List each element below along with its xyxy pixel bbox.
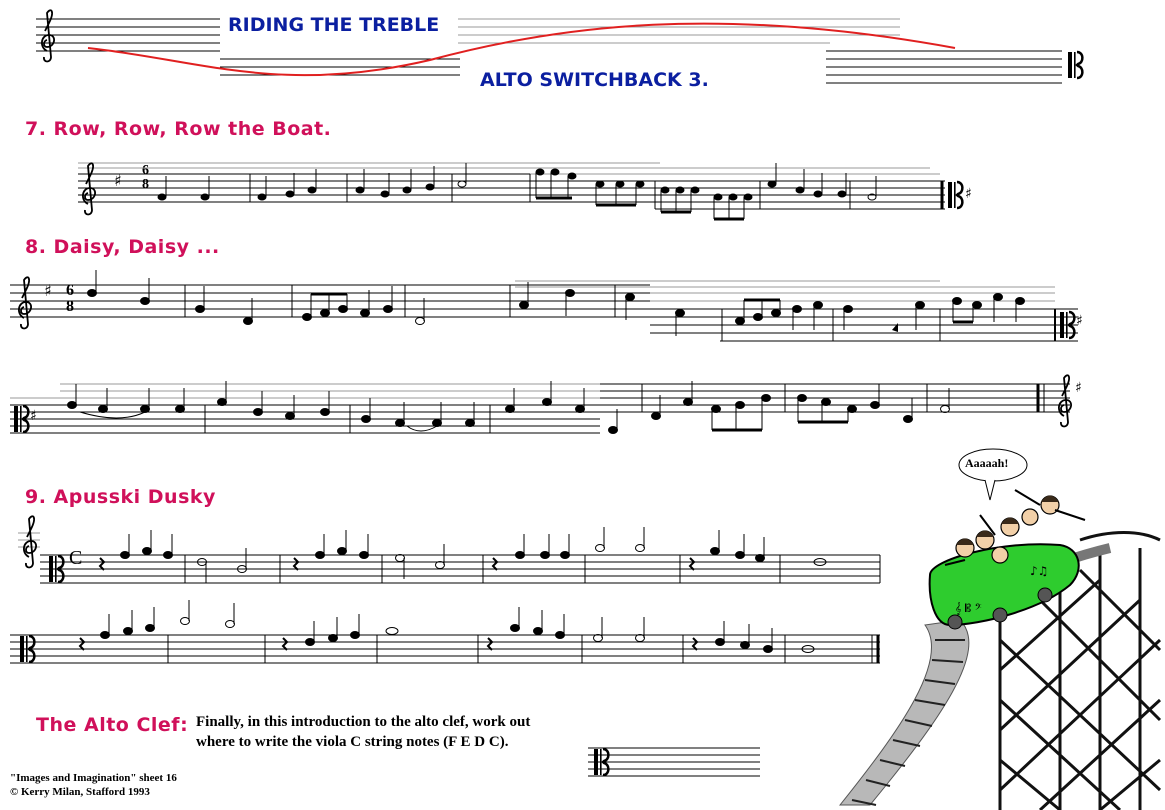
instructions-line-1: Finally, in this introduction to the alt… (196, 714, 531, 730)
svg-text:♯: ♯ (30, 408, 37, 424)
time-sig-7-bottom: 8 (142, 177, 149, 192)
time-sig-8-bottom: 8 (66, 298, 74, 315)
svg-text:♯: ♯ (965, 186, 972, 202)
svg-text:♯: ♯ (1075, 380, 1082, 396)
staff-piece-8-line-1: ♯ (10, 270, 1083, 342)
svg-text:♪♫: ♪♫ (1030, 564, 1048, 578)
time-sig-8-top: 6 (66, 282, 74, 299)
svg-text:♯: ♯ (1076, 313, 1083, 329)
header-title: RIDING THE TREBLE (228, 14, 440, 36)
staff-piece-9-line-2 (10, 600, 880, 664)
piece-9-label: 9. Apusski Dusky (25, 486, 216, 508)
time-sig-9: C (69, 547, 83, 569)
exercise-staff (588, 747, 760, 777)
staff-piece-7: ♯ (78, 162, 972, 221)
alto-clef-label: The Alto Clef: (36, 714, 189, 736)
header-subtitle: ALTO SWITCHBACK 3. (480, 69, 709, 91)
header-staff (36, 9, 1084, 84)
speech-text: Aaaaah! (965, 456, 1009, 470)
svg-text:♯: ♯ (44, 281, 52, 300)
roller-coaster-illustration: 𝄞 𝄡 𝄢 ♪♫ (838, 448, 1162, 810)
svg-text:𝄞 𝄡 𝄢: 𝄞 𝄡 𝄢 (955, 602, 982, 615)
credit-line-2: © Kerry Milan, Stafford 1993 (10, 786, 150, 798)
instructions-line-2: where to write the viola C string notes … (196, 734, 509, 750)
staff-piece-8-line-2: ♯ (10, 374, 1082, 434)
piece-8-label: 8. Daisy, Daisy ... (25, 236, 220, 258)
credit-line-1: "Images and Imagination" sheet 16 (10, 772, 177, 784)
staff-piece-9-line-1 (18, 515, 881, 584)
piece-7-label: 7. Row, Row, Row the Boat. (25, 118, 332, 140)
svg-text:♯: ♯ (114, 171, 122, 190)
time-sig-7-top: 6 (142, 163, 149, 178)
track-curve (87, 22, 956, 77)
